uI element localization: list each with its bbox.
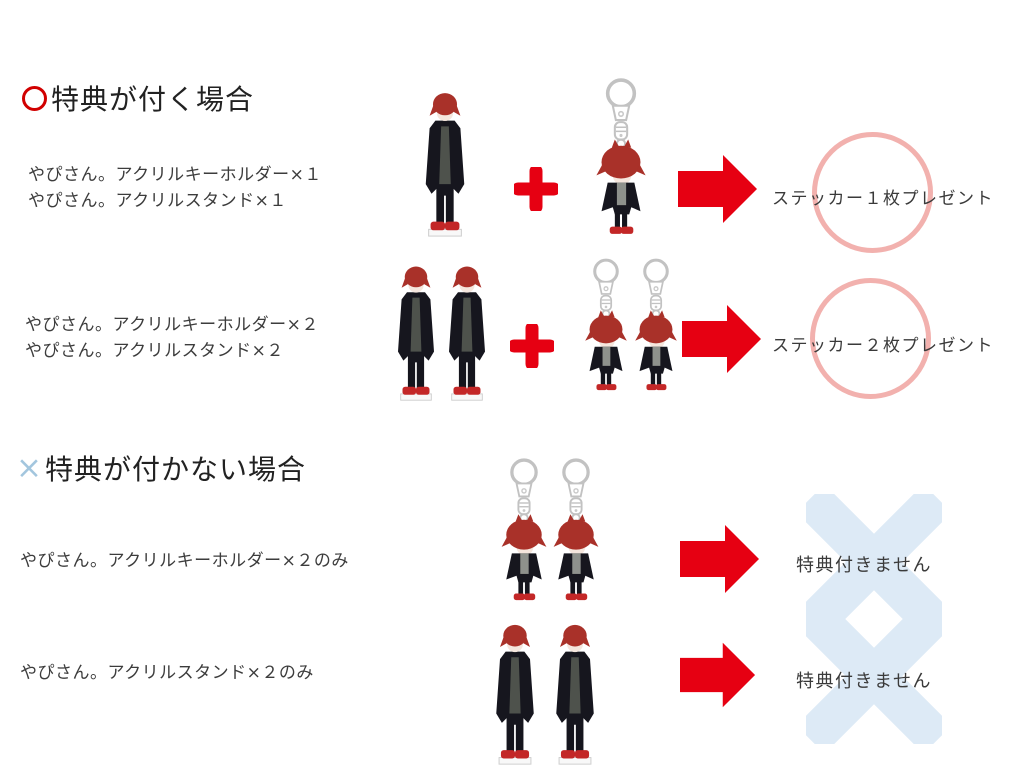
arrow-right-icon	[678, 155, 757, 223]
arrow-right-icon	[680, 642, 756, 708]
acrylic-keychain-figure	[583, 258, 629, 392]
arrow-right-icon	[682, 305, 761, 373]
section2-heading: × 特典が付かない場合	[16, 448, 306, 488]
acrylic-stand-figure	[555, 624, 595, 765]
acrylic-keychain-figure	[633, 258, 679, 392]
row4-line1: やぴさん。アクリルスタンド×２のみ	[20, 663, 314, 683]
arrow-right-icon	[680, 525, 759, 593]
plus-icon	[510, 324, 554, 368]
circle-icon	[22, 85, 47, 111]
row1-item-text: やぴさん。アクリルキーホルダー×１ やぴさん。アクリルスタンド×１	[28, 162, 322, 214]
row2-line1: やぴさん。アクリルキーホルダー×２	[25, 315, 319, 335]
row1-line1: やぴさん。アクリルキーホルダー×１	[28, 165, 322, 185]
section1-heading: 特典が付く場合	[22, 78, 254, 118]
highlight-circle	[810, 278, 931, 399]
row3-result-text: 特典付きません	[796, 555, 932, 576]
cross-icon: ×	[16, 449, 43, 486]
highlight-circle	[812, 132, 933, 253]
row1-line2: やぴさん。アクリルスタンド×１	[28, 191, 287, 211]
row3-item-text: やぴさん。アクリルキーホルダー×２のみ	[20, 548, 349, 574]
acrylic-keychain-figure	[594, 78, 648, 236]
acrylic-keychain-figure	[551, 458, 601, 602]
row1-result-text: ステッカー１枚プレゼント	[772, 189, 994, 209]
row4-item-text: やぴさん。アクリルスタンド×２のみ	[20, 660, 314, 686]
acrylic-keychain-figure	[499, 458, 549, 602]
row2-item-text: やぴさん。アクリルキーホルダー×２ やぴさん。アクリルスタンド×２	[25, 312, 319, 364]
acrylic-stand-figure	[448, 265, 486, 401]
acrylic-stand-figure	[397, 265, 435, 401]
row2-result-text: ステッカー２枚プレゼント	[772, 336, 994, 356]
acrylic-stand-figure	[495, 624, 535, 765]
plus-icon	[514, 167, 558, 211]
section1-title: 特典が付く場合	[51, 83, 255, 116]
row2-line2: やぴさん。アクリルスタンド×２	[25, 341, 284, 361]
row4-result-text: 特典付きません	[796, 671, 932, 692]
acrylic-stand-figure	[425, 92, 465, 237]
row3-line1: やぴさん。アクリルキーホルダー×２のみ	[20, 551, 349, 571]
section2-title: 特典が付かない場合	[44, 453, 306, 486]
